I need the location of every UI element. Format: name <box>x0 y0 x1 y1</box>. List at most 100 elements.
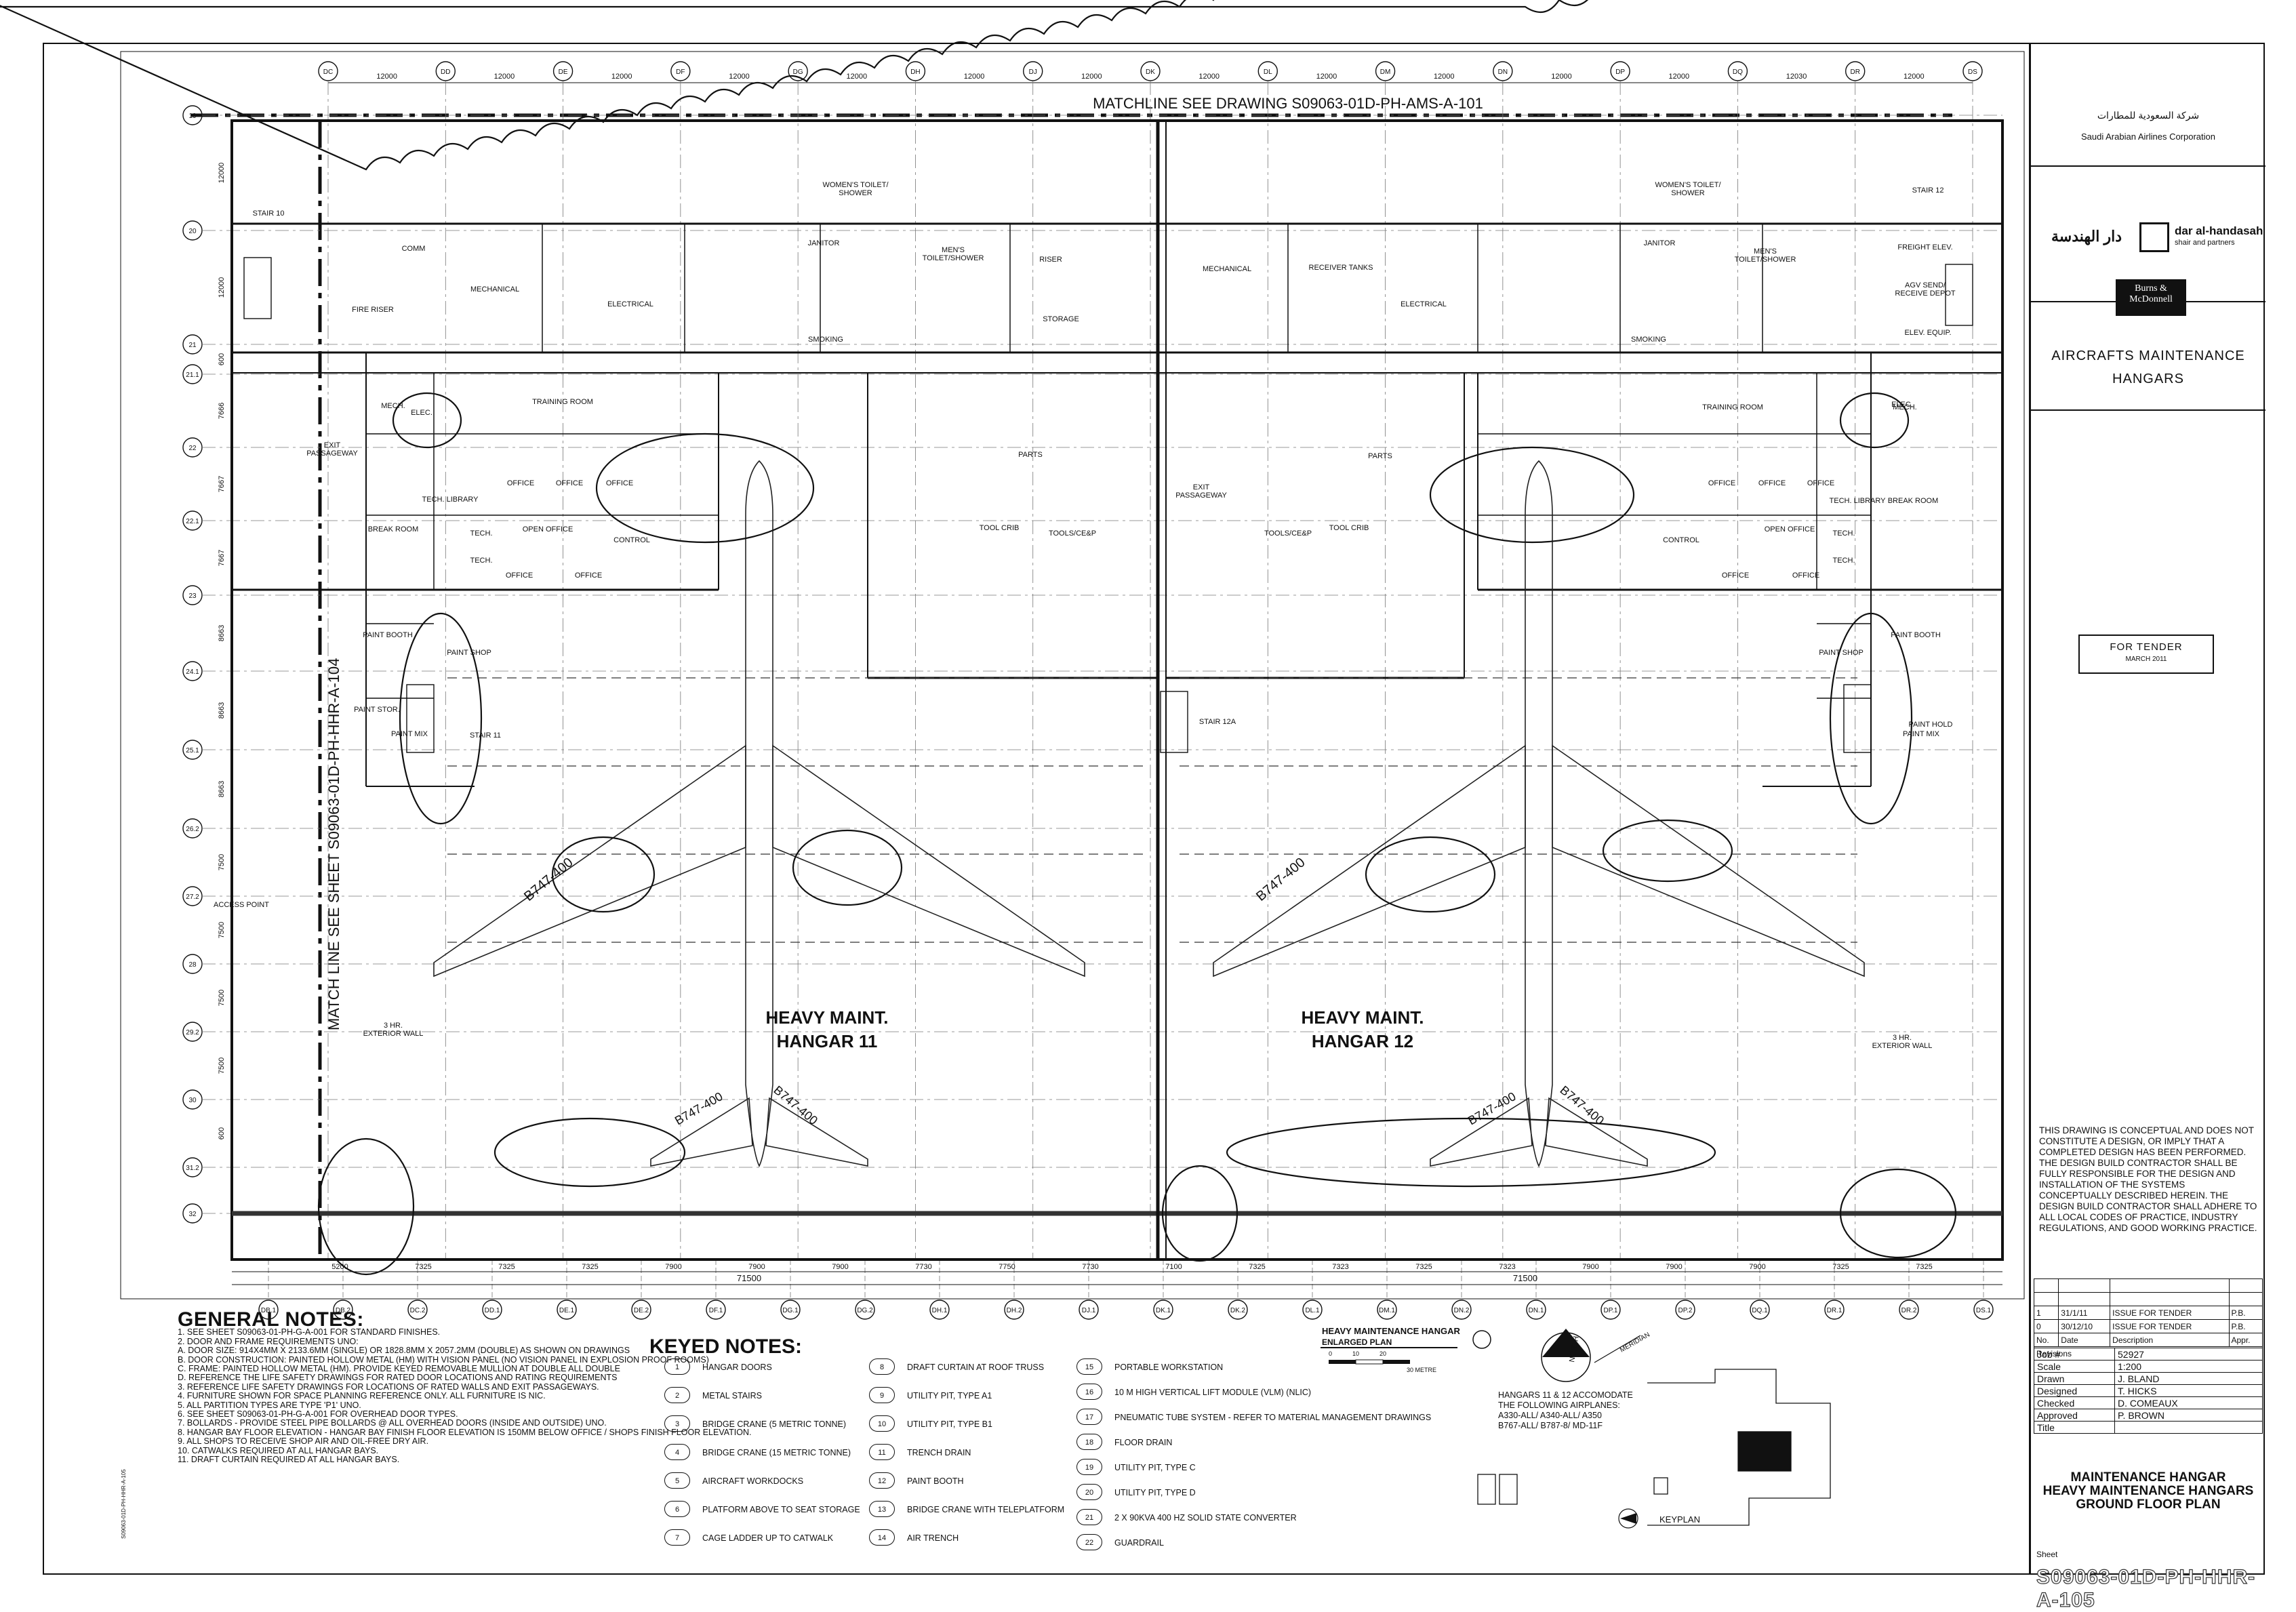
hangar-12-subtitle: HANGAR 12 <box>1312 1031 1413 1051</box>
room-label: AGV SEND/RECEIVE DEPOT <box>1895 281 1956 298</box>
revision-cloud-top <box>0 0 1589 171</box>
room-label: PAINT SHOP <box>447 649 491 657</box>
metadata-row: Job #52927 <box>2034 1348 2263 1361</box>
grid-dim-left: 12000 <box>218 277 226 298</box>
room-label: STAIR 12A <box>1199 718 1236 726</box>
grid-left: 191200020120002160021.1766622766722.1766… <box>182 105 226 1224</box>
hangar-11-subtitle: HANGAR 11 <box>777 1031 878 1051</box>
aircraft-label-12b: B747-400 <box>1466 1089 1518 1127</box>
grid-dim-top: 12000 <box>1199 73 1220 81</box>
grid-lines <box>202 81 2002 1260</box>
keyed-note-number: 18 <box>1076 1434 1102 1450</box>
grid-bubble-bottom <box>1377 1299 1397 1320</box>
grid-dim-bottom: 7730 <box>915 1263 931 1271</box>
sheet-label: Sheet <box>2036 1550 2058 1559</box>
grid-bubble-bottom <box>1824 1299 1845 1320</box>
grid-bubble-top <box>905 61 926 81</box>
overall-dim-left: 71500 <box>737 1273 761 1283</box>
room-label: STAIR 12 <box>1912 186 1944 195</box>
grid-dim-bottom: 7323 <box>1332 1263 1348 1271</box>
grid-label-top: DD <box>441 68 450 76</box>
revision-cloud-7 <box>1839 1168 1957 1259</box>
grid-label-bottom: DR.1 <box>1827 1307 1842 1314</box>
grid-dim-left: 8663 <box>218 625 226 641</box>
room-label: TECH. <box>470 557 493 565</box>
keyed-note-text: GUARDRAIL <box>1114 1538 1164 1548</box>
room-label: CONTROL <box>1663 536 1699 544</box>
sheet-number: S09063-01D-PH-HHR-A-105 <box>2036 1565 2256 1611</box>
keyed-note-text: UTILITY PIT, TYPE C <box>1114 1463 1196 1472</box>
consultant-logo-icon <box>2139 222 2169 252</box>
general-note-item: 5. ALL PARTITION TYPES ARE TYPE 'P1' UNO… <box>178 1400 361 1410</box>
building-outline <box>230 119 2004 1261</box>
grid-bubble-bottom <box>1004 1299 1024 1320</box>
grid-dim-bottom: 7900 <box>748 1263 765 1271</box>
room-label: FREIGHT ELEV. <box>1897 243 1952 251</box>
grid-label-bottom: DG.1 <box>782 1307 799 1314</box>
room-label: OFFICE <box>506 571 533 580</box>
grid-dim-top: 12000 <box>611 73 632 81</box>
general-note-item: 11. DRAFT CURTAIN REQUIRED AT ALL HANGAR… <box>178 1455 400 1465</box>
grid-dim-bottom: 7325 <box>1832 1263 1849 1271</box>
room-label: OFFICE <box>1807 479 1834 487</box>
general-note-item: 10. CATWALKS REQUIRED AT ALL HANGAR BAYS… <box>178 1445 379 1455</box>
revision-cloud-14 <box>1429 446 1635 544</box>
grid-dim-left: 12000 <box>218 163 226 184</box>
room-label: WOMEN'S TOILET/SHOWER <box>1655 181 1721 197</box>
room-label: TOOLS/CE&P <box>1264 529 1312 538</box>
hangar-11-title: HEAVY MAINT. <box>765 1007 888 1028</box>
grid-dim-top: 12000 <box>376 73 397 81</box>
keyed-note-text: PLATFORM ABOVE TO SEAT STORAGE <box>702 1505 860 1514</box>
grid-label-bottom: DE.1 <box>559 1307 575 1314</box>
grid-label-left: 24.1 <box>186 668 199 676</box>
keyed-note-number: 1 <box>664 1358 690 1375</box>
keyed-note-number: 4 <box>664 1444 690 1460</box>
client-name-en: Saudi Arabian Airlines Corporation <box>2080 132 2215 142</box>
general-note-item: 9. ALL SHOPS TO RECEIVE SHOP AIR AND OIL… <box>178 1436 429 1447</box>
keyplan-note: HANGARS 11 & 12 ACCOMODATE THE FOLLOWING… <box>1498 1390 1635 1430</box>
grid-bubble-bottom <box>407 1299 428 1320</box>
grid-label-bottom: DF.1 <box>709 1307 723 1314</box>
grid-bubble-bottom <box>1675 1299 1695 1320</box>
grid-dim-top: 12000 <box>729 73 750 81</box>
grid-bubble-top <box>318 61 338 81</box>
grid-bubble-top <box>1962 61 1983 81</box>
grid-dim-bottom: 7100 <box>1165 1263 1182 1271</box>
keyed-note-text: BRIDGE CRANE (5 METRIC TONNE) <box>702 1419 847 1429</box>
room-label: MECHANICAL <box>1203 265 1251 273</box>
keyed-note-number: 14 <box>869 1529 895 1546</box>
grid-dim-bottom: 7325 <box>1916 1263 1932 1271</box>
room-label: PARTS <box>1018 451 1043 459</box>
grid-label-bottom: DJ.1 <box>1082 1307 1096 1314</box>
room-label: 3 HR.EXTERIOR WALL <box>1872 1034 1933 1050</box>
consultant-name-en: dar al-handasah <box>2175 224 2263 237</box>
svg-text:10: 10 <box>1352 1350 1359 1357</box>
keyed-note-number: 16 <box>1076 1384 1102 1400</box>
svg-text:20: 20 <box>1379 1350 1386 1357</box>
room-label: OFFICE <box>1758 479 1786 487</box>
room-label: SMOKING <box>1631 336 1666 344</box>
grid-label-bottom: DG.2 <box>857 1307 873 1314</box>
keyed-note-number: 5 <box>664 1472 690 1489</box>
general-note-item: 1. SEE SHEET S09063-01-PH-G-A-001 FOR ST… <box>178 1327 441 1337</box>
grid-label-top: DE <box>559 68 568 76</box>
consultant-sub: shair and partners <box>2175 239 2235 247</box>
keyed-note-number: 11 <box>869 1444 895 1460</box>
project-block: AIRCRAFTS MAINTENANCE HANGARS <box>2031 301 2265 411</box>
room-label: MECHANICAL <box>470 285 519 294</box>
grid-bubble-top <box>1610 61 1630 81</box>
grid-dim-top: 12000 <box>1081 73 1102 81</box>
grid-bubble-top <box>1845 61 1866 81</box>
revision-cloud-2 <box>1226 1117 1716 1188</box>
keyed-note-text: METAL STAIRS <box>702 1391 762 1401</box>
grid-bubble-bottom <box>1079 1299 1099 1320</box>
grid-label-top: DM <box>1380 68 1391 76</box>
grid-label-left: 25.1 <box>186 747 199 754</box>
keyed-note-number: 17 <box>1076 1409 1102 1425</box>
